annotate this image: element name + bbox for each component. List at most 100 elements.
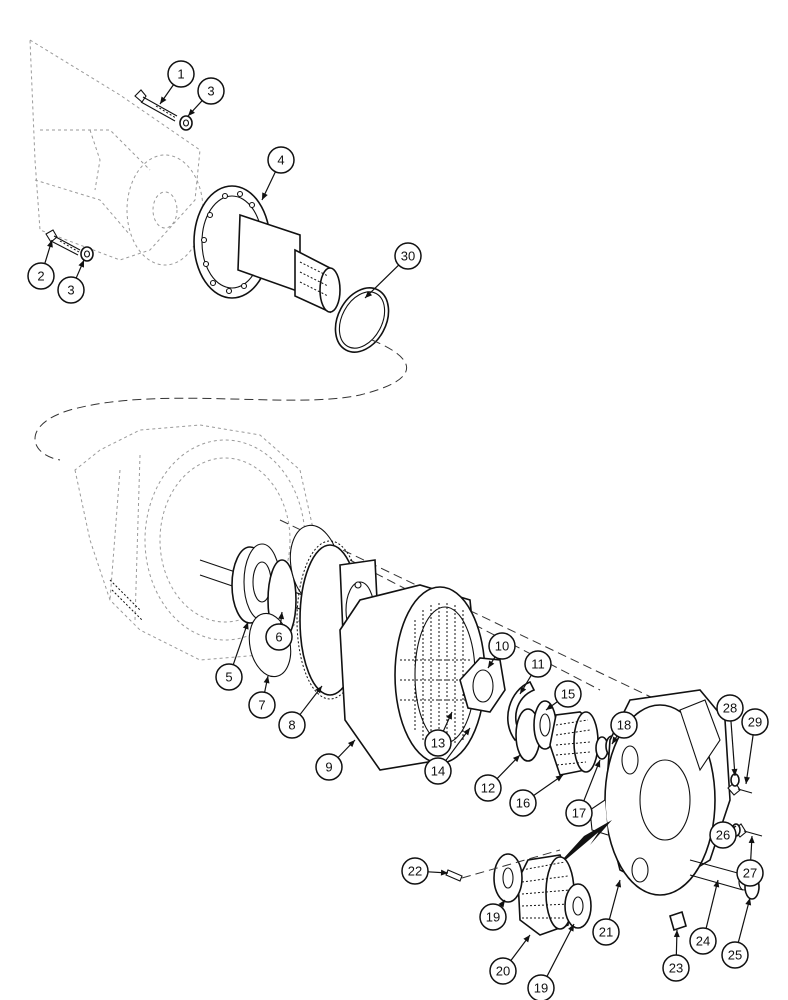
sun-gear-16 [549,711,599,776]
callout-circle [215,663,243,691]
callout-label: 4 [277,153,284,168]
callout-circle [267,146,295,174]
callout-layer: 1342330567891011121314151617182829262722… [27,60,769,1000]
callout-circle [554,680,582,708]
callout-15: 15 [545,680,582,711]
callout-circle [610,711,638,739]
callout-circle [524,650,552,678]
o-ring-30 [334,287,390,353]
callout-circle [248,691,276,719]
callout-circle [662,954,690,982]
callout-circle [565,799,593,827]
callout-arrowhead [315,686,322,694]
callout-circle [509,789,537,817]
callout-arrowhead [748,836,755,844]
callout-leader [730,720,736,777]
callout-arrowhead [745,898,752,906]
callout-29: 29 [741,708,769,785]
callout-arrowhead [160,96,167,104]
callout-circle [479,903,507,931]
callout-9: 9 [315,739,356,781]
alignment-line-upper [279,519,721,731]
callout-2: 2 [27,239,55,290]
callout-23: 23 [662,929,690,982]
callout-arrowhead [744,776,750,784]
callout-arrowhead [520,686,527,694]
callout-label: 16 [516,796,530,811]
callout-label: 21 [599,925,613,940]
callout-13: 13 [424,711,453,757]
callout-circle [721,941,749,969]
callout-arrowhead [488,660,495,668]
callout-27: 27 [736,835,764,887]
callout-label: 30 [401,249,415,264]
assembly-path [34,339,407,461]
thrust-washer-19-left [493,853,523,903]
callout-label: 9 [325,760,332,775]
callout-11: 11 [519,650,552,695]
callout-label: 19 [534,981,548,996]
callout-arrowhead [47,240,53,248]
callout-19: 19 [527,923,575,1000]
callout-label: 14 [431,764,445,779]
callout-label: 19 [486,910,500,925]
callout-circle [57,276,85,304]
callout-circle [394,242,422,270]
callout-label: 3 [207,84,214,99]
callout-leader [364,264,400,299]
callout-circle [709,821,737,849]
callout-label: 13 [431,736,445,751]
callout-circle [489,957,517,985]
callout-label: 3 [67,283,74,298]
callout-14: 14 [424,727,471,785]
callout-arrowhead [78,260,84,268]
callout-label: 22 [408,864,422,879]
callout-circle [167,60,195,88]
callout-arrowhead [512,755,520,763]
callout-label: 1 [177,67,184,82]
callout-label: 23 [669,961,683,976]
callout-leader [232,621,249,665]
callout-leader [546,923,575,977]
callout-label: 6 [275,630,282,645]
callout-circle [716,694,744,722]
callout-20: 20 [489,934,531,985]
callout-arrowhead [713,880,720,888]
callout-label: 15 [561,687,575,702]
callout-leader [745,734,754,785]
callout-label: 8 [288,718,295,733]
callout-label: 5 [225,670,232,685]
callout-3: 3 [57,259,85,304]
callout-25: 25 [721,897,752,969]
callout-18: 18 [610,711,638,745]
callout-label: 27 [743,866,757,881]
callout-6: 6 [265,611,293,651]
callout-arrowhead [446,712,452,720]
callout-arrowhead [612,736,619,744]
callout-label: 10 [495,639,509,654]
washer-3-bottom [80,246,94,262]
callout-26: 26 [709,821,737,849]
callout-arrowhead [188,108,195,116]
callout-arrowhead [278,612,285,620]
callout-arrowhead [731,768,738,776]
callout-19: 19 [479,899,507,931]
callout-arrowhead [523,935,530,943]
callout-5: 5 [215,621,249,691]
callout-label: 7 [258,698,265,713]
callout-10: 10 [487,632,516,669]
spindle-4 [193,185,341,314]
callout-circle [488,632,516,660]
callout-12: 12 [474,754,521,802]
callout-circle [315,753,343,781]
callout-circle [27,262,55,290]
callout-circle [592,918,620,946]
callout-label: 2 [37,269,44,284]
callout-circle [424,757,452,785]
callout-label: 26 [716,828,730,843]
callout-circle [265,623,293,651]
callout-arrowhead [555,775,563,782]
callout-circle [197,77,225,105]
callout-circle [474,774,502,802]
callout-label: 17 [572,806,586,821]
